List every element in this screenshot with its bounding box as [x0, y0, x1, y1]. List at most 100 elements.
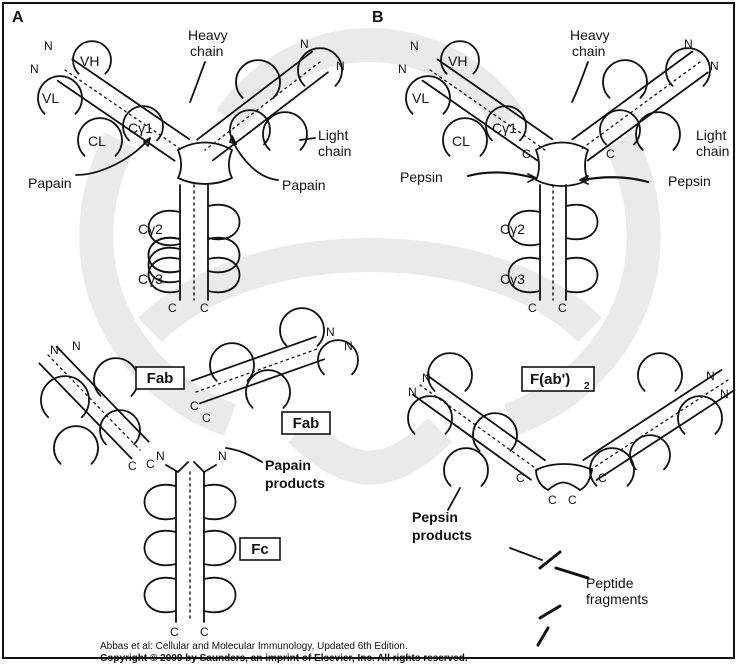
papain-products-line2: products — [265, 475, 325, 491]
citation-line1: Abbas et al: Cellular and Molecular Immu… — [100, 641, 408, 652]
fc-domain — [204, 531, 236, 566]
fab-domain — [94, 358, 138, 396]
heavy-chain-label-line1: Heavy — [188, 27, 228, 43]
fab2-label: F(ab') — [530, 371, 570, 388]
c-label-b: C — [522, 147, 531, 161]
light-chain-pointer — [300, 138, 315, 140]
n-terminus-b: N — [398, 62, 407, 76]
cl-domain-b-right — [636, 112, 680, 150]
fab-n-terminus: N — [72, 339, 81, 353]
n-terminus: N — [30, 62, 39, 76]
panel-a-label: A — [12, 9, 24, 26]
n-terminus-b: N — [410, 39, 419, 53]
fab2-n-terminus: N — [422, 371, 431, 385]
fab2-domain-right — [630, 435, 670, 469]
papain-products-line1: Papain — [265, 457, 311, 473]
peptide-fragment — [538, 628, 548, 645]
fab2-c-label-right: C — [598, 471, 607, 485]
c-terminus-b: C — [528, 301, 537, 315]
ch3-label-b: Cγ3 — [500, 271, 525, 287]
heavy-chain-label-b-line1: Heavy — [570, 27, 610, 43]
ch3-domain-b-right — [566, 258, 598, 293]
peptide-fragments-line1: Peptide — [586, 575, 634, 591]
fc-c-terminus: C — [170, 625, 179, 639]
cl-label: CL — [88, 133, 106, 149]
ch2-domain-right — [208, 205, 240, 240]
fc-domain — [145, 485, 177, 520]
fab2-domain — [473, 413, 517, 451]
papain-products-pointer — [226, 448, 262, 462]
ch2-label: Cγ2 — [138, 221, 163, 237]
fab2-c-terminus: C — [548, 493, 557, 507]
fab-c-terminus: C — [146, 457, 155, 471]
papain-label-right: Papain — [282, 177, 326, 193]
ch3-label: Cγ3 — [138, 271, 163, 287]
fab2-n-terminus: N — [408, 385, 417, 399]
fab-c-terminus-right: C — [202, 411, 211, 425]
heavy-chain-pointer-b — [572, 62, 588, 102]
light-chain-label-line2: chain — [318, 143, 351, 159]
vl-label-b: VL — [412, 90, 429, 106]
watermark — [96, 45, 643, 468]
pepsin-label-right: Pepsin — [668, 173, 711, 189]
vl-label: VL — [42, 90, 59, 106]
peptide-fragment — [540, 552, 560, 568]
light-chain-label-line1: Light — [318, 127, 348, 143]
fc-label: Fc — [251, 541, 269, 558]
fab-domain — [41, 376, 89, 417]
fab2-domain-right — [678, 396, 722, 434]
fc-domain — [145, 578, 177, 613]
cl-label-b: CL — [452, 133, 470, 149]
fab-c-terminus: C — [128, 459, 137, 473]
fab-domain — [54, 426, 98, 464]
interchain-dotted-line — [65, 70, 182, 150]
pepsin-products-pointer — [448, 488, 460, 510]
c-label-b-right: C — [606, 147, 615, 161]
peptide-fragments-line2: fragments — [586, 591, 648, 607]
fab-label-right: Fab — [293, 415, 320, 432]
pepsin-products-pointer-2 — [510, 548, 542, 560]
fc-domain — [204, 578, 236, 613]
hinge-region — [178, 143, 232, 185]
n-terminus: N — [44, 39, 53, 53]
fab2-domain — [428, 353, 472, 391]
fab-domain-right — [280, 308, 324, 346]
c-terminus: C — [200, 301, 209, 315]
n-terminus-b-right: N — [710, 59, 719, 73]
n-terminus-right: N — [300, 37, 309, 51]
pepsin-arrow-left — [468, 172, 534, 178]
citation-line2: Copyright © 2009 by Saunders, an imprint… — [100, 653, 468, 664]
n-terminus-b-right: N — [684, 37, 693, 51]
panel-b-label: B — [372, 9, 384, 26]
fc-domain — [145, 531, 177, 566]
light-chain-label-b-line2: chain — [696, 143, 729, 159]
fab-n-terminus-right: N — [344, 339, 353, 353]
fab2-n-terminus-right: N — [720, 387, 729, 401]
papain-arrowhead-right — [230, 136, 236, 144]
vh-label-b: VH — [448, 53, 467, 69]
fab2-domain-right — [638, 353, 682, 391]
vh-domain-b-right — [603, 60, 647, 98]
fab2-c-label: C — [516, 471, 525, 485]
fab2-c-terminus: C — [568, 493, 577, 507]
fab-domain-right — [210, 343, 254, 381]
arm-strand — [583, 370, 721, 460]
ch2-domain-b-right — [566, 205, 598, 240]
arm-strand — [200, 359, 324, 403]
pepsin-products-line1: Pepsin — [412, 509, 458, 525]
fc-domain — [204, 485, 236, 520]
fc-n-terminus: N — [156, 449, 165, 463]
ch2-domain — [149, 238, 181, 273]
fc-n-terminus-kink — [194, 462, 216, 472]
ch1-label: Cγ1 — [128, 120, 153, 136]
fab-label: Fab — [147, 370, 174, 387]
light-chain-label-b-line1: Light — [696, 127, 726, 143]
fab-n-terminus-right: N — [326, 325, 335, 339]
fc-n-terminus: N — [218, 449, 227, 463]
vh-label: VH — [80, 53, 99, 69]
c-terminus: C — [168, 301, 177, 315]
fab2-n-terminus-right: N — [706, 369, 715, 383]
peptide-fragment — [540, 606, 560, 618]
